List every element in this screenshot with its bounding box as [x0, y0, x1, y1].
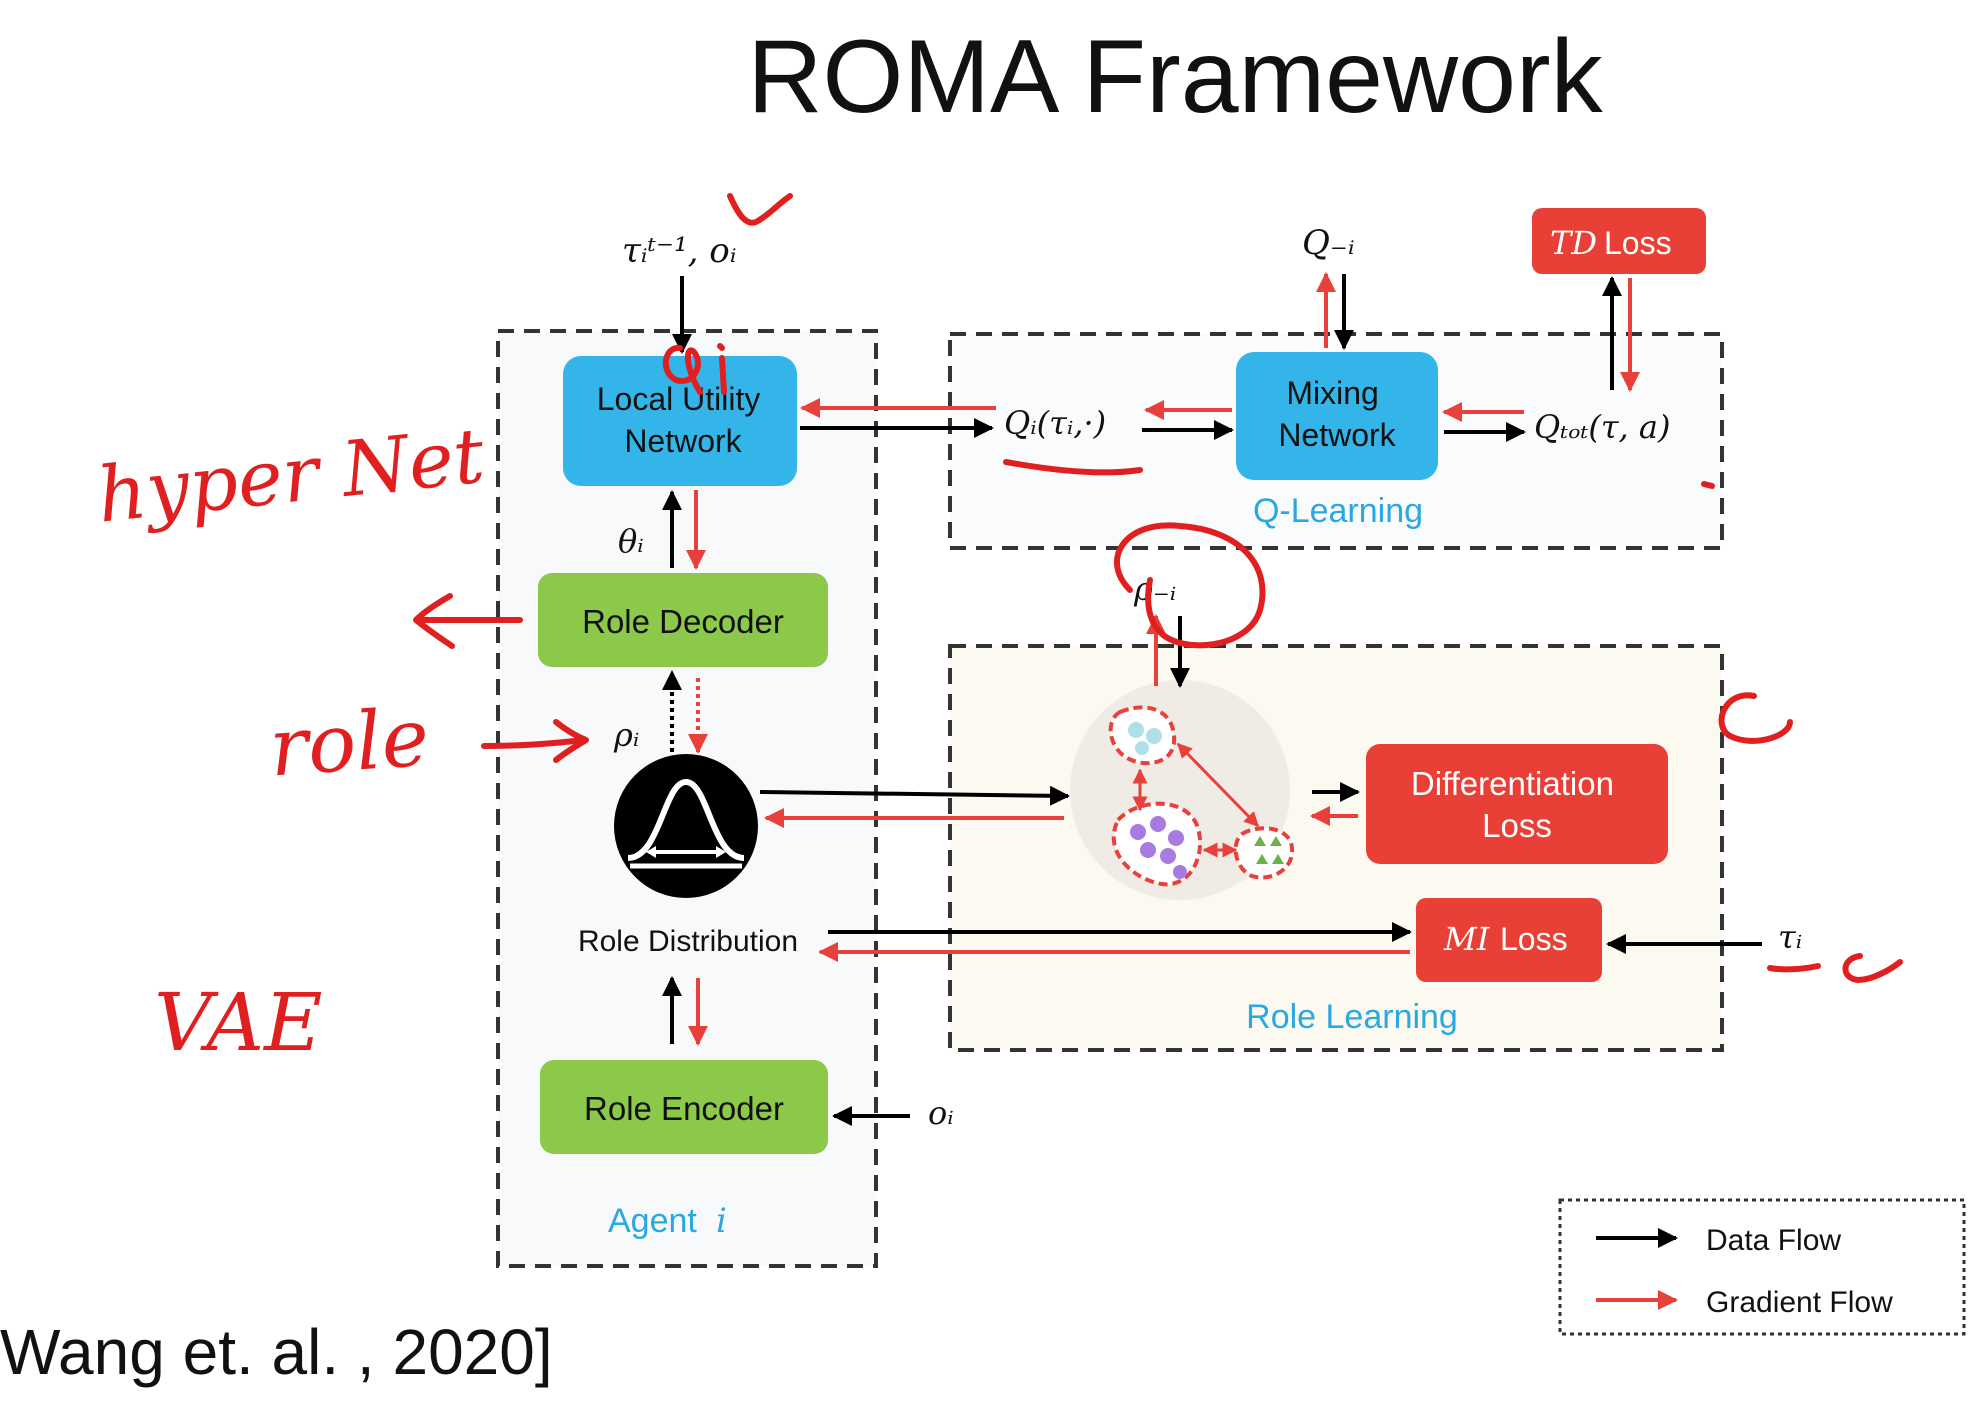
hand-qi-mark — [663, 343, 727, 395]
symbol-rho-minus-i: ρ₋ᵢ — [1133, 570, 1176, 608]
hand-vae: VAE — [154, 976, 323, 1069]
symbol-tau-i: τᵢ — [1778, 918, 1802, 956]
hand-curl — [1718, 692, 1793, 744]
td-loss-word: Loss — [1604, 225, 1672, 261]
role-cluster-3 — [1233, 826, 1295, 880]
hand-arrow-role — [481, 719, 589, 763]
symbol-q-minus-i: Q₋ᵢ — [1302, 223, 1355, 263]
hand-circle-rho — [1114, 522, 1266, 649]
agent-index-label: i — [716, 1201, 727, 1241]
mixing-network-box — [1236, 352, 1438, 480]
role-learning-group-label: Role Learning — [1246, 998, 1458, 1036]
mi-loss-word: Loss — [1500, 921, 1568, 957]
hand-dash-tau — [1767, 953, 1903, 983]
legend-data-flow: Data Flow — [1706, 1224, 1841, 1257]
arrow-dist-to-clusters — [759, 785, 1070, 806]
agent-group-label: Agent — [608, 1202, 697, 1240]
symbol-q-tot: Qₜₒₜ(τ, a) — [1534, 408, 1670, 446]
role-encoder-box — [540, 1060, 828, 1154]
local-utility-network-box — [563, 356, 797, 486]
mi-loss-box — [1416, 898, 1602, 982]
page-title: ROMA Framework — [747, 19, 1603, 135]
td-loss-box — [1532, 208, 1706, 274]
role-decoder-label: Role Decoder — [582, 603, 784, 640]
handwritten-annotations — [413, 193, 1903, 983]
role-decoder-box — [538, 573, 828, 667]
mixing-network-label: Mixing Network — [1278, 375, 1396, 453]
hand-role: role — [266, 691, 431, 795]
hand-hyper-net: hyper Net — [93, 411, 489, 540]
local-utility-network-label: Local Utility Network — [597, 381, 770, 459]
differentiation-loss-label: Differentiation Loss — [1411, 765, 1623, 844]
role-cluster-group — [1070, 680, 1295, 900]
role-distribution-icon — [614, 754, 758, 898]
legend: Data Flow Gradient Flow — [1558, 1198, 1966, 1336]
legend-gradient-flow: Gradient Flow — [1706, 1286, 1893, 1319]
role-cluster-1 — [1108, 705, 1177, 766]
symbol-rho-i: ρᵢ — [613, 716, 639, 754]
symbol-tau-o-input: τᵢᵗ⁻¹, oᵢ — [622, 231, 737, 271]
symbol-o-i: oᵢ — [928, 1094, 954, 1132]
hand-underline-qi — [1003, 459, 1143, 476]
role-encoder-label: Role Encoder — [584, 1090, 784, 1127]
symbol-q-i: Qᵢ(τᵢ,·) — [1004, 404, 1106, 442]
role-distribution-label: Role Distribution — [578, 925, 798, 958]
symbol-theta-i: θᵢ — [618, 522, 644, 560]
hand-dash-qtot — [1701, 481, 1715, 489]
hand-check-mark — [727, 193, 793, 226]
citation: Wang et. al. , 2020] — [0, 1316, 553, 1388]
mi-loss-var: MI — [1443, 920, 1491, 958]
q-learning-group-label: Q-Learning — [1253, 492, 1423, 530]
hand-arrow-left — [413, 593, 523, 649]
td-loss-var: TD — [1550, 224, 1597, 262]
differentiation-loss-box — [1366, 744, 1668, 864]
